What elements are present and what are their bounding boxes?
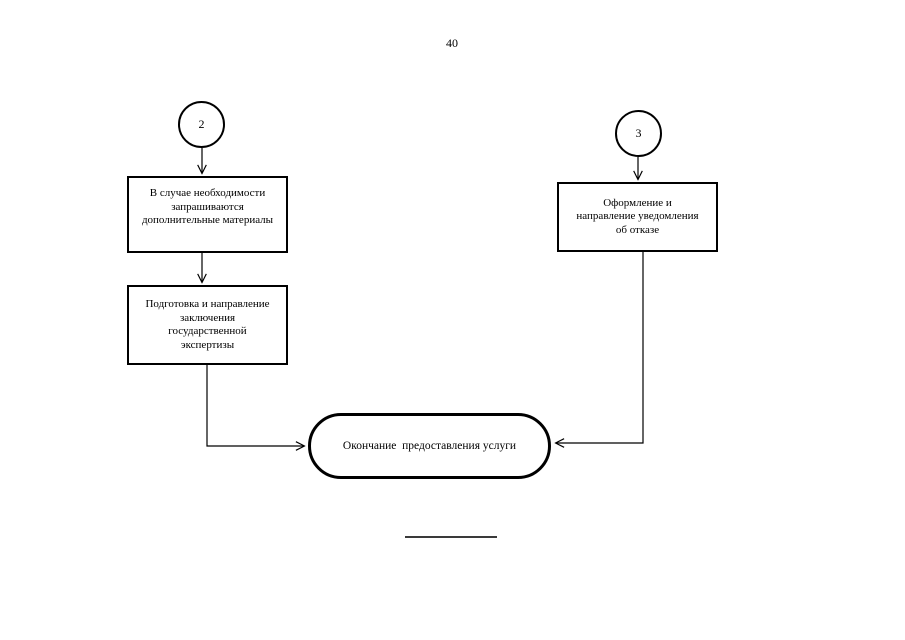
offpage-connector-2: 2 xyxy=(178,101,225,148)
process-box-request-materials-label: В случае необходимости запрашиваются доп… xyxy=(141,187,274,226)
process-box-refusal-notice: Оформление и направление уведомления об … xyxy=(557,182,718,252)
process-box-refusal-notice-label: Оформление и направление уведомления об … xyxy=(576,196,699,236)
offpage-connector-3: 3 xyxy=(615,110,662,157)
footnote-separator-line xyxy=(405,536,497,538)
process-box-request-materials: В случае необходимости запрашиваются доп… xyxy=(127,176,288,253)
terminator-end-of-service: Окончание предоставления услуги xyxy=(308,413,551,479)
offpage-connector-2-label: 2 xyxy=(198,117,205,131)
page-number: 40 xyxy=(446,36,458,50)
process-box-expertise-conclusion-label: Подготовка и направление заключения госу… xyxy=(145,298,270,351)
process-box-expertise-conclusion: Подготовка и направление заключения госу… xyxy=(127,285,288,365)
offpage-connector-3-label: 3 xyxy=(635,126,642,140)
arrow-box-expertise-to-terminator xyxy=(206,365,304,446)
arrow-box-refusal-to-terminator xyxy=(556,252,644,443)
terminator-end-of-service-label: Окончание предоставления услуги xyxy=(342,440,517,452)
